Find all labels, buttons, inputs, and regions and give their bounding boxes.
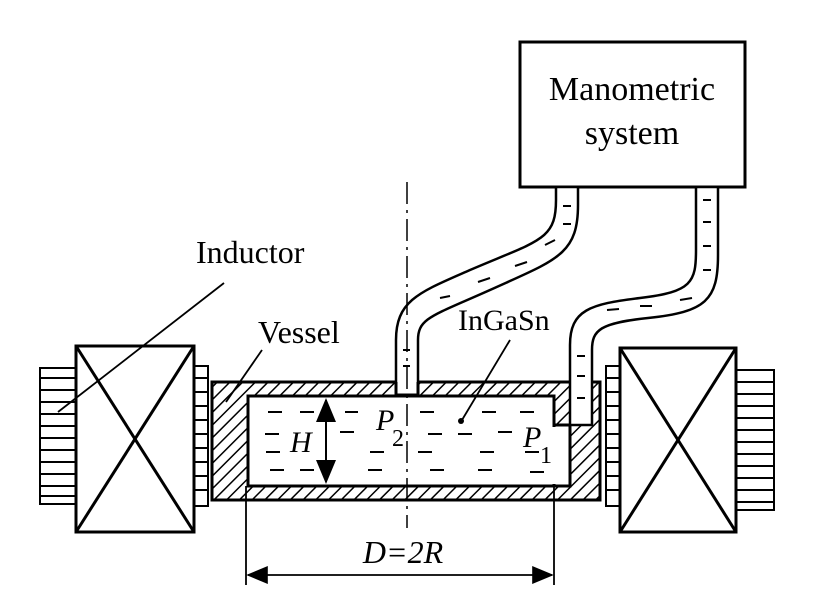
diameter-label: D=2R (362, 534, 444, 570)
vessel-leader (225, 349, 263, 403)
height-label: H (289, 426, 314, 459)
inductor-leader (57, 282, 225, 413)
p1-subscript: 1 (540, 443, 552, 469)
vessel-label: Vessel (258, 314, 340, 350)
tube-right (568, 185, 720, 427)
right-inductor-fins (735, 369, 775, 511)
p1-label: P (522, 421, 541, 454)
ingasn-dot (458, 418, 464, 424)
liquid-dashes (265, 411, 544, 473)
p2-subscript: 2 (392, 426, 404, 452)
ingasn-leader (461, 339, 511, 421)
inductor-label: Inductor (196, 234, 305, 270)
manometric-system-box (518, 40, 747, 189)
right-inductor-inner-fins (605, 365, 621, 507)
right-inductor-core (618, 346, 738, 534)
left-inductor-core (74, 344, 196, 534)
ingasn-label: InGaSn (458, 304, 550, 337)
diameter-dimension (245, 486, 555, 585)
tube-left (394, 185, 580, 382)
left-inductor (39, 344, 209, 534)
left-inductor-fins (39, 367, 79, 505)
manometric-label-line2: system (585, 115, 679, 152)
p2-label: P (375, 404, 394, 437)
manometric-label-line1: Manometric (549, 71, 715, 108)
vessel (210, 380, 602, 502)
right-inductor (605, 346, 775, 534)
left-inductor-inner-fins (193, 365, 209, 507)
